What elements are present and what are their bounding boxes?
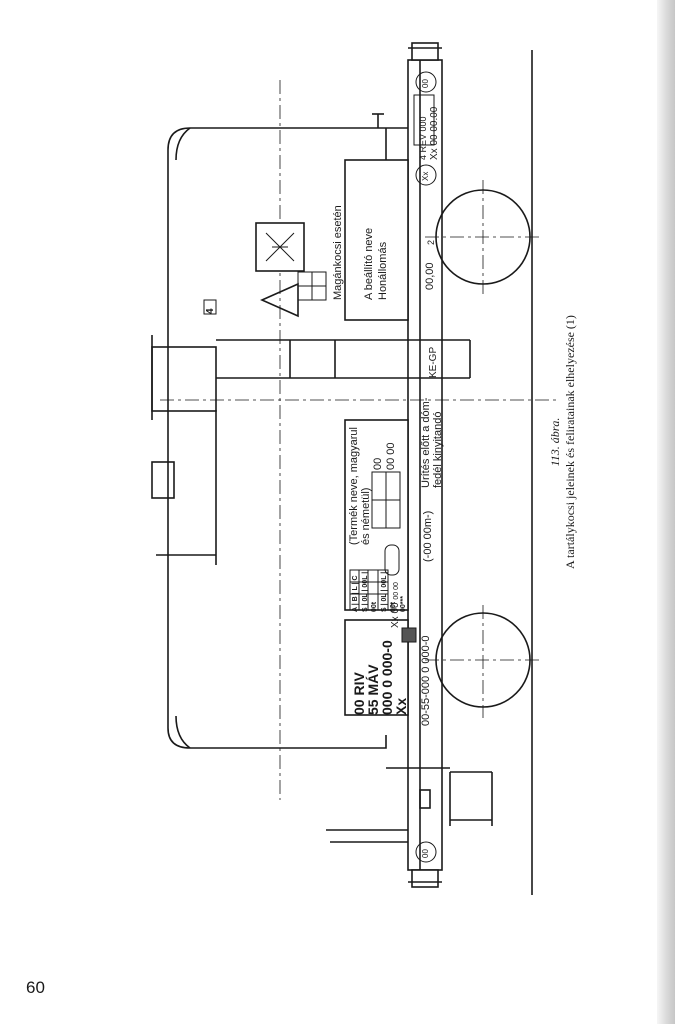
figure-number: 113. ábra. bbox=[548, 417, 562, 467]
figure-caption: 113. ábra. A tartálykocsi jeleinek és fe… bbox=[548, 292, 578, 592]
small-number-main: Xx 00 bbox=[390, 602, 401, 628]
page-number: 60 bbox=[26, 978, 45, 997]
weight-mark: (-00 00m-) bbox=[422, 510, 434, 562]
chassis-code: KE-GP bbox=[428, 346, 439, 378]
product-codes: 00 00 00 bbox=[372, 425, 398, 470]
load-table bbox=[349, 569, 389, 611]
rev-line-1: 4 REV 000 bbox=[418, 116, 428, 160]
adjuster-panel bbox=[344, 159, 409, 321]
corner-mark-3: 00 bbox=[421, 849, 430, 858]
adjuster-line-1: A beállító neve bbox=[363, 227, 375, 300]
rev-line-2: Xx 00 00.00 bbox=[429, 106, 440, 160]
emptying-note-line-1: Ürítés előtt a dóm- bbox=[420, 397, 432, 488]
adjuster-line-2: Honállomás bbox=[377, 241, 389, 300]
dome bbox=[151, 346, 217, 412]
buffer-top bbox=[411, 42, 439, 61]
page-edge-shadow bbox=[657, 0, 675, 1024]
corner-mark-1: Xx bbox=[421, 171, 430, 181]
number-line-2: 55 MÁV bbox=[365, 664, 381, 715]
distance-label: 00,00 bbox=[424, 262, 436, 290]
buffer-bottom bbox=[411, 869, 439, 888]
private-wagon-label: Magánkocsi esetén bbox=[332, 205, 344, 300]
rev-label: 4 REV 000 Xx 00 00.00 bbox=[418, 107, 440, 160]
number-line-4: Xx bbox=[393, 697, 409, 715]
checkered-mark-icon bbox=[401, 627, 417, 643]
small-number-sub: 00 00 bbox=[393, 582, 400, 600]
chassis-number: 00-55-000 0 000-0 bbox=[420, 635, 432, 726]
product-label-panel bbox=[344, 419, 409, 611]
corner-mark-2: 00 bbox=[421, 79, 430, 88]
load-row-2: S | 0L | 00L | 00t bbox=[361, 571, 379, 612]
number-panel bbox=[344, 619, 409, 716]
code-top: 00 bbox=[372, 457, 384, 470]
adjuster-label: A beállító neve Honállomás bbox=[362, 228, 390, 300]
number-line-1: 00 RIV bbox=[351, 672, 367, 715]
product-label: (Termék neve, magyarul és németül) bbox=[348, 427, 372, 545]
load-row-1: A | B | L | C bbox=[352, 575, 359, 612]
tank-body bbox=[167, 127, 408, 749]
arrow-mark: 2 bbox=[426, 239, 436, 245]
small-number: Xx 00 00 00 bbox=[390, 582, 401, 628]
figure-title: A tartálykocsi jeleinek és feliratainak … bbox=[563, 315, 577, 569]
emptying-note: Ürítés előtt a dóm- fedél kinyitandó bbox=[420, 398, 444, 488]
number-block: 00 RIV 55 MÁV 000 0 000-0 Xx bbox=[351, 620, 409, 715]
emptying-note-line-2: fedél kinyitandó bbox=[432, 411, 444, 488]
number-line-3: 000 0 000-0 bbox=[379, 640, 395, 715]
code-bottom: 00 00 bbox=[385, 442, 397, 470]
symbol-mark: 4 bbox=[205, 308, 216, 314]
